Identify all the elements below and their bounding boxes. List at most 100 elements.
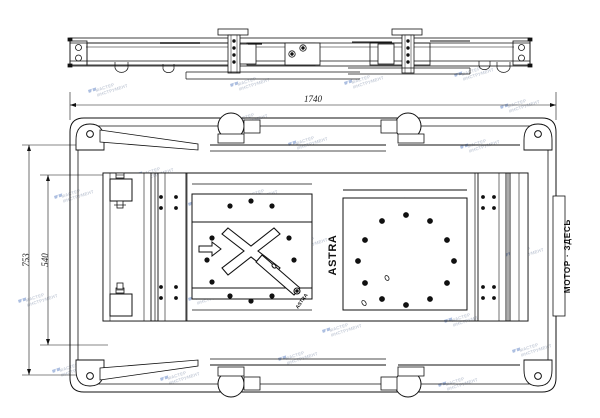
plan-right-plate-bolt-2 [492,195,496,199]
elevation-left-hole-lower [75,54,82,62]
plan-right-plate-bolt-7 [481,296,485,300]
watermark-mark-icon [321,327,331,333]
side-elevation-view [67,28,533,80]
plan-right-pin-a [384,275,390,281]
watermark-mark-icon [159,375,169,381]
watermark-mark-icon [343,79,353,85]
elevation-post-right [377,28,423,74]
elevation-post-right-bolt-4 [406,60,410,64]
dimension-label-inner-width: 540 [40,253,50,267]
plan-view [69,112,566,398]
plan-x-clamp-knob-hole [295,289,299,293]
elevation-post-left [217,28,257,74]
watermark-line-1: МАСТЕР [519,342,539,353]
watermark-line-1: МАСТЕР [451,312,471,323]
elevation-caster-1 [114,67,129,73]
watermark-line-1: МАСТЕР [445,376,465,387]
elevation-post-left-bolt-4 [232,60,236,64]
plan-center-bolt-12 [269,293,275,299]
plan-diagonal-arms [99,129,520,381]
watermark-mark-icon [229,81,239,87]
plan-x-clamp [221,227,301,296]
plan-right-bolt-9 [444,280,450,286]
watermark-line-1: МАСТЕР [141,166,161,177]
plan-right-plate-bolt-3 [481,206,485,210]
elevation-center-panel [284,42,321,66]
plan-caster-top-left-base [217,133,245,144]
watermark-mark-icon [437,381,447,387]
elevation-center-plate [284,42,321,66]
elevation-left-hole-upper [75,44,82,51]
plan-caster-bottom-left-mount [243,376,261,391]
dimension-inner-width [40,174,108,346]
watermark-mark-icon [287,140,297,146]
dimension-overall-length [69,92,557,120]
plan-right-bolt-2 [379,218,385,224]
plan-right-label-strip [552,195,566,317]
watermark-line-1: МАСТЕР [95,82,115,93]
elevation-boss-left [288,50,296,58]
plan-left-plate [157,172,187,322]
elevation-boss-right-hole [301,46,305,50]
dim-753-arrow-bottom [27,369,31,375]
plan-right-bolt-11 [403,302,409,308]
dim-540-arrow-top [46,175,50,181]
watermark-mark-icon [51,367,61,373]
elevation-boss-left-hole [290,52,294,56]
elevation-post-right-bolt-2 [406,46,410,50]
plan-casters-bottom [217,366,425,398]
plan-right-bolt-6 [355,258,361,264]
watermark-line-1: МАСТЕР [61,188,81,199]
plan-caster-bottom-left-base [217,366,245,377]
plan-left-clamp-upper [109,178,133,202]
elevation-post-left-bolt-3 [232,53,236,57]
watermark-line-1: МАСТЕР [285,350,305,361]
elevation-post-right-bracket [377,43,395,65]
dim-753-arrow-top [27,145,31,151]
watermark-line-1: МАСТЕР [25,292,45,303]
plan-right-plate [477,172,507,322]
watermark-mark-icon [17,297,27,303]
elevation-boss-right [299,44,307,52]
plan-arm-tl [99,129,199,151]
plan-right-plate-bolt-4 [492,206,496,210]
watermark-line-1: МАСТЕР [507,98,527,109]
plan-left-plate-bolt-5 [159,285,163,289]
plan-center-bolt-7 [291,257,297,263]
plan-right-plate-bolt-5 [481,285,485,289]
plan-bracket-tl-hole [86,130,94,138]
brand-label-astra: ASTRA [327,235,339,276]
plan-caster-bottom-right-base [397,366,425,377]
plan-right-bolt-10 [379,296,385,302]
elevation-caster-2 [162,68,175,73]
plan-caster-top-right-base [397,133,425,144]
plan-arm-bl [99,359,199,381]
plan-center-bolt-8 [209,279,215,285]
plan-right-platform [342,189,468,311]
elevation-post-left-bolt-2 [232,46,236,50]
dimension-label-length: 1740 [304,94,323,104]
dim-length-arrow-right [550,103,556,107]
plan-right-bolt-8 [362,280,368,286]
plan-left-plate-bolt-2 [174,195,178,199]
plan-left-plate-bolt-1 [159,195,163,199]
watermark-line-1: МАСТЕР [59,362,79,373]
plan-right-plate-bolt-6 [492,285,496,289]
watermark-mark-icon [499,103,509,109]
plan-left-column [102,172,152,322]
watermark-line-1: МАСТЕР [329,322,349,333]
dim-length-arrow-left [70,103,76,107]
plan-left-plate-bolt-3 [159,206,163,210]
plan-right-bolt-circle [355,212,457,308]
plan-right-bolt-5 [444,237,450,243]
plan-caster-top-left-mount [243,119,261,134]
plan-left-clamp-upper-stud [116,200,124,209]
elevation-caster-4 [496,67,511,73]
watermark-line-1: МАСТЕР [237,76,257,87]
elevation-post-right-bolt-1 [406,39,410,43]
elevation-post-right-bolt-3 [406,53,410,57]
plan-right-column [509,172,566,322]
elevation-left-tab-top [67,37,73,42]
plan-center-bolt-11 [248,298,254,304]
